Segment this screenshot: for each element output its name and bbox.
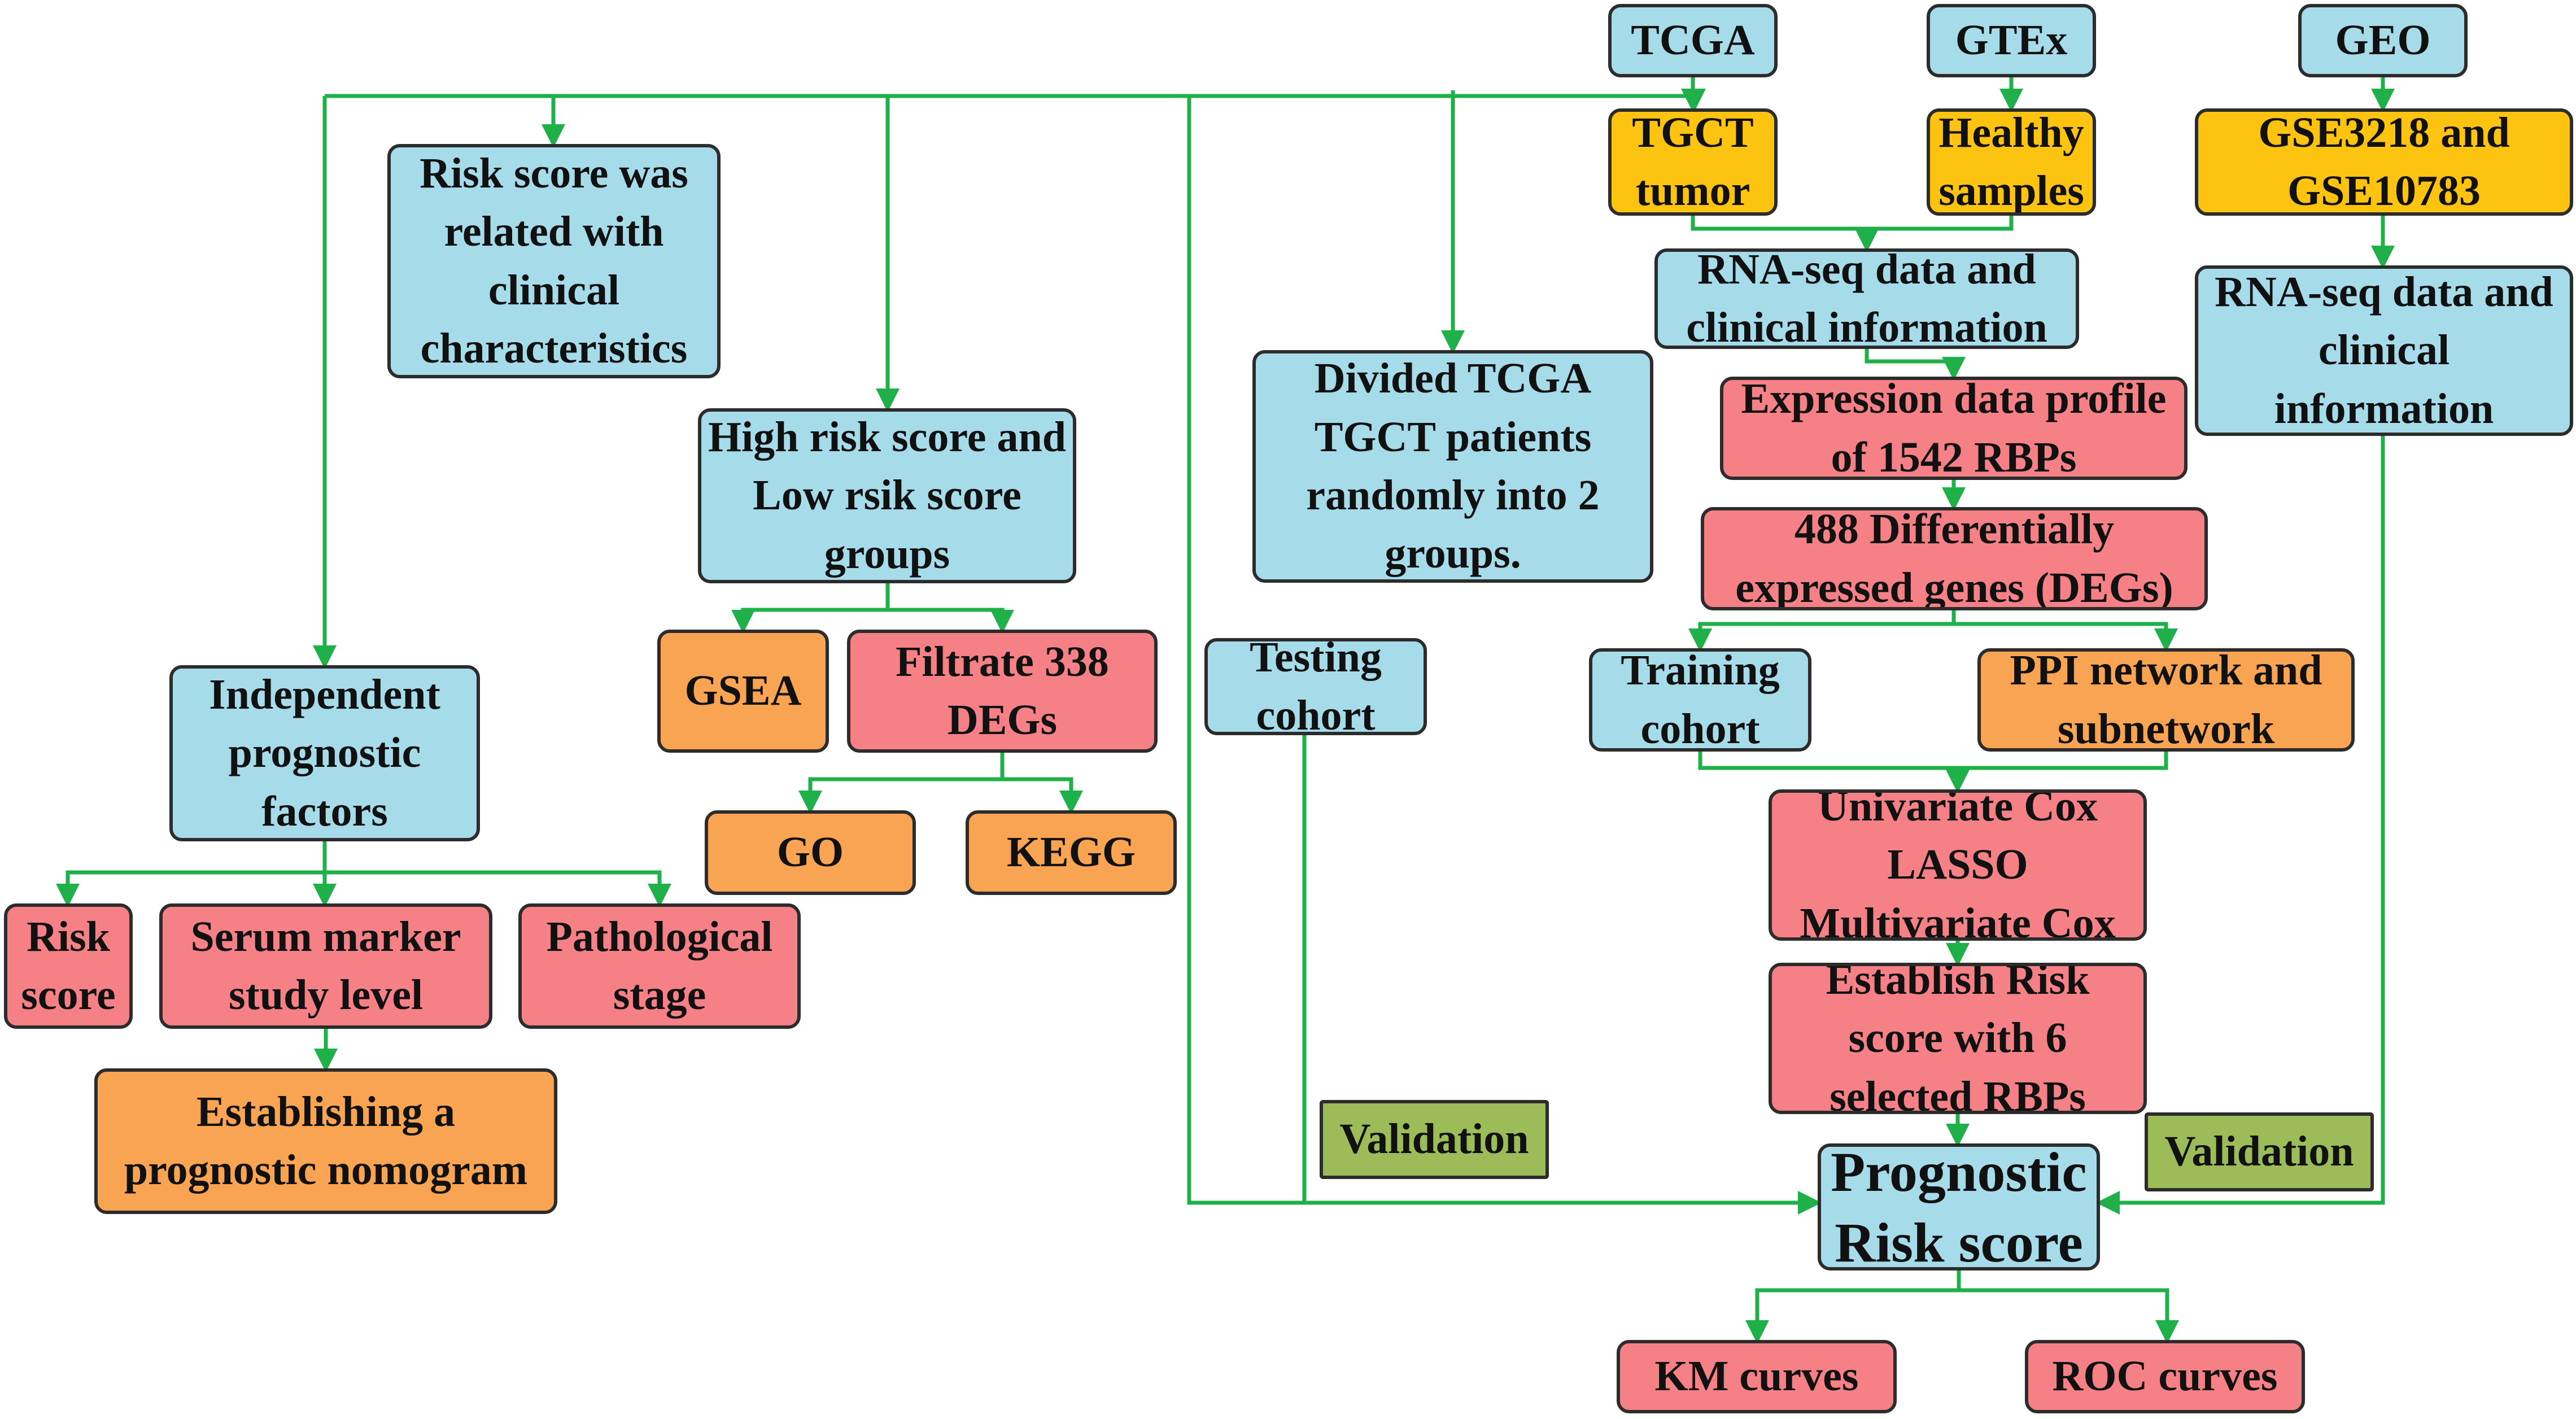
- filtrate-degs-node: Filtrate 338 DEGs: [847, 630, 1158, 753]
- geo-node: GEO: [2298, 4, 2468, 77]
- pathological-stage-node: Pathological stage: [518, 903, 801, 1029]
- gtex-node: GTEx: [1927, 4, 2096, 77]
- highlow-to-filtrate: [888, 608, 1014, 634]
- kegg-node: KEGG: [966, 810, 1177, 895]
- independent-to-stage: [325, 870, 671, 907]
- tcga-node: TCGA: [1608, 4, 1778, 77]
- establish-risk-node: Establish Risk score with 6 selected RBP…: [1769, 963, 2147, 1114]
- degs-split: [1698, 610, 2168, 648]
- independent-split: [56, 841, 327, 907]
- testing-cohort-node: Testing cohort: [1204, 638, 1427, 735]
- degs-488-node: 488 Differentially expressed genes (DEGs…: [1701, 507, 2208, 610]
- prognostic-to-roc: [1959, 1288, 2179, 1344]
- km-curves-node: KM curves: [1617, 1340, 1897, 1413]
- independent-factors-node: Independent prognostic factors: [169, 665, 480, 841]
- filtrate-split: [798, 753, 1005, 814]
- training-cohort-node: Training cohort: [1589, 648, 1811, 752]
- nomogram-node: Establishing a prognostic nomogram: [94, 1068, 557, 1214]
- cox-lasso-node: Univariate Cox LASSO Multivariate Cox: [1769, 789, 2147, 941]
- ppi-network-node: PPI network and subnetwork: [1977, 648, 2355, 752]
- prognostic-risk-score-node: Prognostic Risk score: [1818, 1143, 2100, 1270]
- risk-score-node: Risk score: [4, 903, 133, 1029]
- filtrate-to-kegg: [1002, 777, 1083, 814]
- validation-right-node: Validation: [2145, 1112, 2374, 1191]
- tgct-tumor-node: TGCT tumor: [1608, 108, 1778, 216]
- rnaseq-to-expression: [1865, 349, 1966, 381]
- gsea-node: GSEA: [657, 630, 829, 753]
- go-node: GO: [705, 810, 916, 895]
- gse-datasets-node: GSE3218 and GSE10783: [2195, 108, 2573, 216]
- validation-left-node: Validation: [1320, 1100, 1549, 1179]
- trunk-vertical-validation: [1187, 96, 1822, 1215]
- risk-clinical-node: Risk score was related with clinical cha…: [387, 144, 721, 378]
- rnaseq-tcga-node: RNA-seq data and clinical information: [1654, 248, 2079, 349]
- healthy-samples-node: Healthy samples: [1927, 108, 2096, 216]
- expression-profile-node: Expression data profile of 1542 RBPs: [1720, 377, 2188, 480]
- high-low-groups-node: High risk score and Low rsik score group…: [698, 408, 1076, 583]
- prognostic-split: [1745, 1270, 1961, 1344]
- serum-marker-node: Serum marker study level: [159, 903, 492, 1029]
- divided-patients-node: Divided TCGA TGCT patients randomly into…: [1252, 350, 1653, 583]
- tumor-healthy-merge: [1691, 216, 2014, 231]
- rnaseq-geo-node: RNA-seq data and clinical information: [2195, 265, 2573, 436]
- highlow-split: [731, 583, 890, 634]
- geo-validation-line: [2096, 436, 2385, 1215]
- roc-curves-node: ROC curves: [2025, 1340, 2305, 1413]
- training-ppi-merge: [1698, 752, 2168, 770]
